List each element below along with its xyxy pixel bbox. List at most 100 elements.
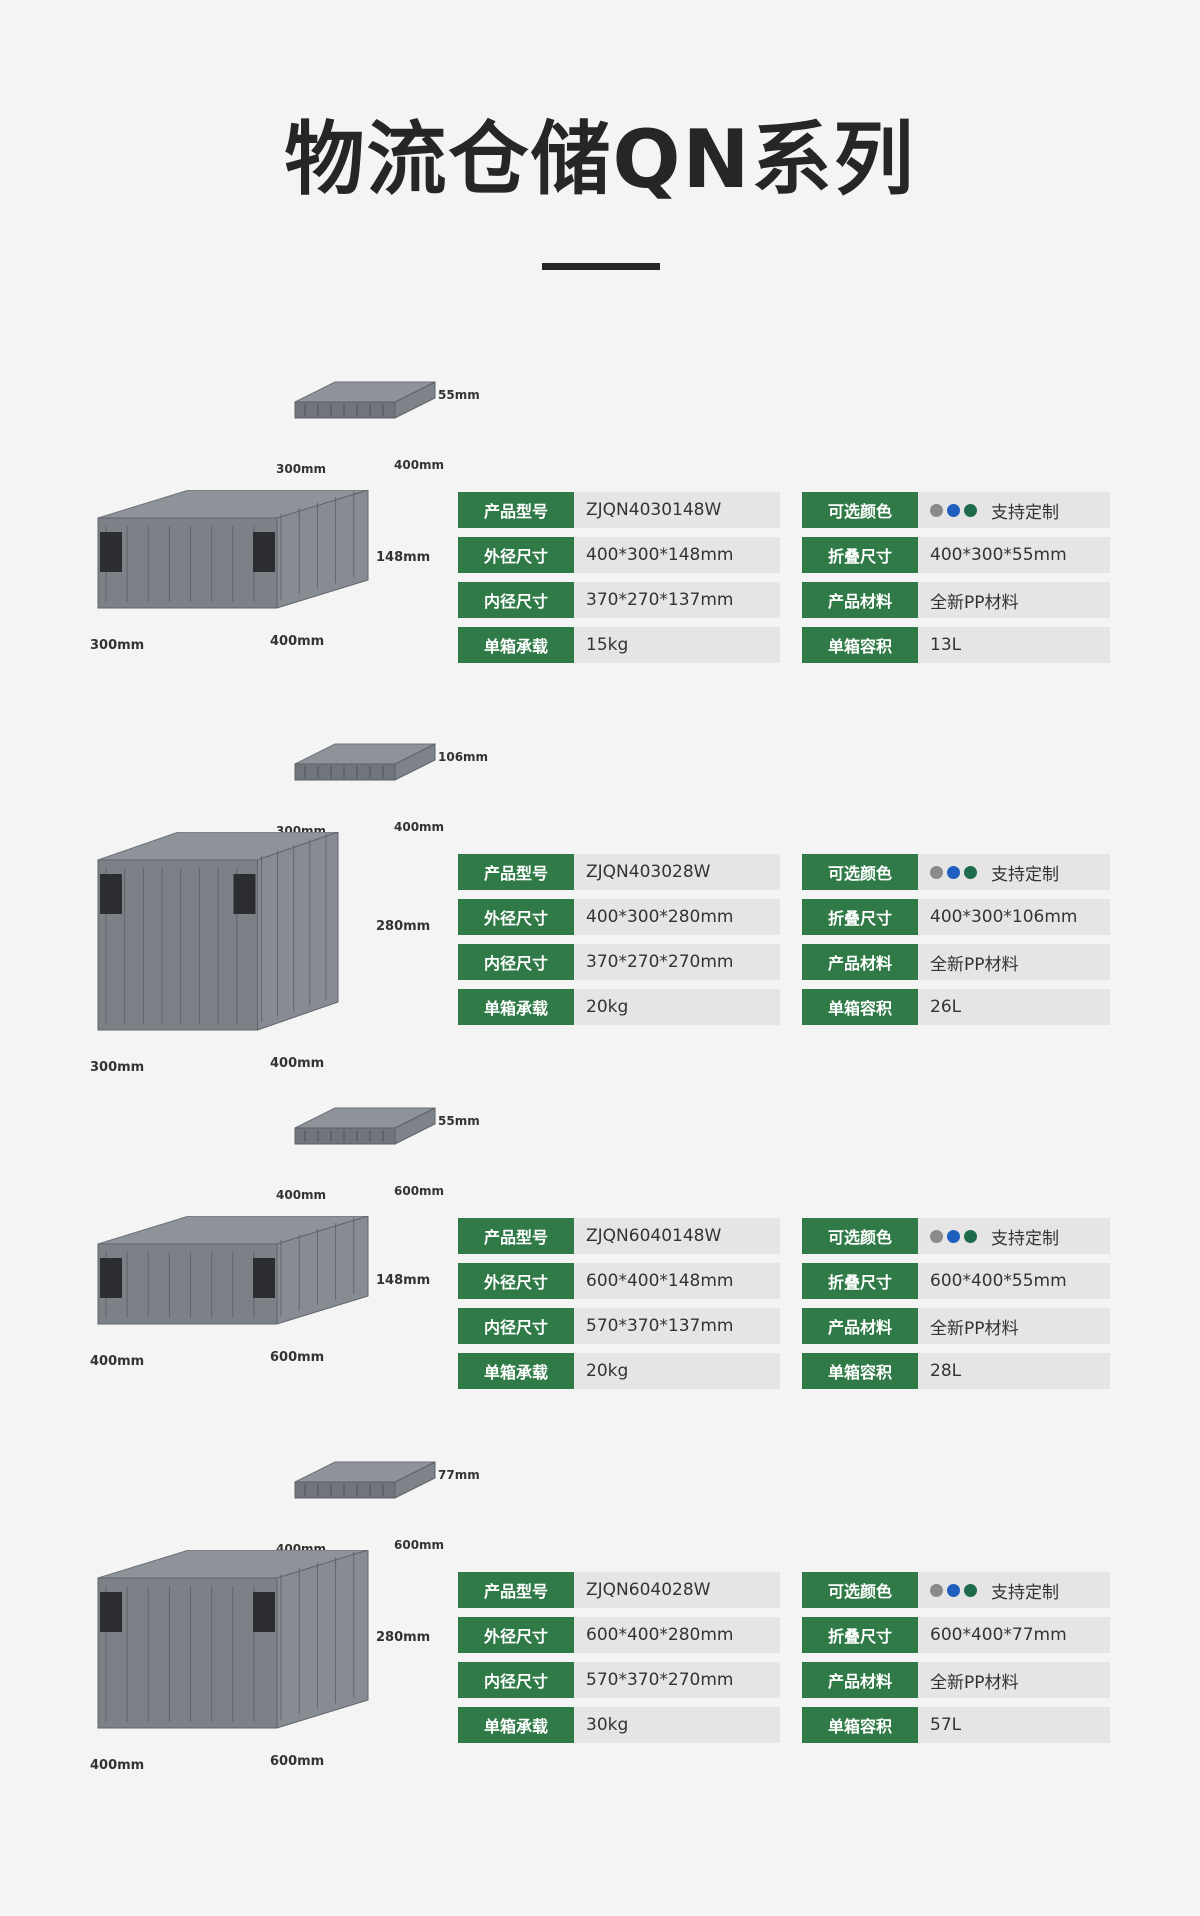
spec-row-load: 单箱承载 20kg	[458, 989, 780, 1025]
spec-label: 产品型号	[458, 492, 574, 528]
spec-row-inner: 内径尺寸 370*270*270mm	[458, 944, 780, 980]
crate-icon	[97, 489, 369, 609]
folded-crate-icon	[294, 381, 436, 419]
folded-crate-image	[285, 1106, 445, 1180]
spec-row-model: 产品型号 ZJQN604028W	[458, 1572, 780, 1608]
assembled-crate-image	[88, 831, 378, 1076]
spec-label: 内径尺寸	[458, 1662, 574, 1698]
spec-row-inner: 内径尺寸 570*370*137mm	[458, 1308, 780, 1344]
dimension-label: 106mm	[438, 750, 489, 764]
spec-row-load: 单箱承载 30kg	[458, 1707, 780, 1743]
dimension-label: 400mm	[90, 1758, 145, 1773]
spec-row-volume: 单箱容积 57L	[802, 1707, 1110, 1743]
spec-label: 产品型号	[458, 854, 574, 890]
blue-color-dot-icon	[947, 503, 960, 517]
crate-icon	[97, 831, 339, 1031]
spec-row-volume: 单箱容积 28L	[802, 1353, 1110, 1389]
spec-row-folded: 折叠尺寸 400*300*106mm	[802, 899, 1110, 935]
spec-label: 产品材料	[802, 1308, 918, 1344]
folded-crate-icon	[294, 1107, 436, 1145]
spec-value: ZJQN403028W	[574, 854, 780, 890]
color-options: 支持定制	[918, 492, 1110, 528]
color-options: 支持定制	[918, 1218, 1110, 1254]
dimension-label: 600mm	[394, 1184, 445, 1198]
blue-color-dot-icon	[947, 1229, 960, 1243]
spec-value: 600*400*148mm	[574, 1263, 780, 1299]
spec-row-color_text: 可选颜色 支持定制	[802, 1218, 1110, 1254]
spec-row-color_text: 可选颜色 支持定制	[802, 854, 1110, 890]
spec-value: 支持定制	[991, 1582, 1059, 1603]
spec-row-material: 产品材料 全新PP材料	[802, 582, 1110, 618]
dimension-label: 400mm	[270, 1056, 325, 1071]
dimension-label: 600mm	[394, 1538, 445, 1552]
spec-row-color_text: 可选颜色 支持定制	[802, 492, 1110, 528]
spec-value: 570*370*270mm	[574, 1662, 780, 1698]
spec-value: 全新PP材料	[918, 944, 1110, 980]
spec-label: 外径尺寸	[458, 1263, 574, 1299]
spec-value: 20kg	[574, 989, 780, 1025]
spec-label: 单箱容积	[802, 1707, 918, 1743]
spec-value: 全新PP材料	[918, 1662, 1110, 1698]
spec-row-material: 产品材料 全新PP材料	[802, 1662, 1110, 1698]
spec-value: ZJQN6040148W	[574, 1218, 780, 1254]
folded-crate-image	[285, 742, 445, 816]
spec-row-inner: 内径尺寸 370*270*137mm	[458, 582, 780, 618]
spec-value: 支持定制	[991, 1228, 1059, 1249]
spec-label: 产品材料	[802, 944, 918, 980]
crate-icon	[97, 1549, 369, 1729]
title-underline	[542, 263, 660, 270]
spec-row-folded: 折叠尺寸 600*400*55mm	[802, 1263, 1110, 1299]
spec-row-load: 单箱承载 20kg	[458, 1353, 780, 1389]
color-options: 支持定制	[918, 854, 1110, 890]
spec-value: 600*400*280mm	[574, 1617, 780, 1653]
spec-value: 28L	[918, 1353, 1110, 1389]
dimension-label: 600mm	[270, 1350, 325, 1365]
spec-value: 400*300*148mm	[574, 537, 780, 573]
spec-label: 单箱容积	[802, 1353, 918, 1389]
spec-label: 折叠尺寸	[802, 1263, 918, 1299]
gray-color-dot-icon	[930, 503, 943, 517]
spec-label: 单箱承载	[458, 1353, 574, 1389]
spec-label: 可选颜色	[802, 492, 918, 528]
spec-value: 20kg	[574, 1353, 780, 1389]
spec-label: 可选颜色	[802, 1218, 918, 1254]
dimension-label: 280mm	[376, 918, 431, 934]
green-color-dot-icon	[964, 503, 977, 517]
dimension-label: 400mm	[270, 634, 325, 649]
crate-icon	[97, 1215, 369, 1325]
folded-crate-image	[285, 380, 445, 454]
spec-label: 单箱容积	[802, 627, 918, 663]
spec-row-folded: 折叠尺寸 600*400*77mm	[802, 1617, 1110, 1653]
spec-label: 单箱承载	[458, 1707, 574, 1743]
spec-value: 支持定制	[991, 864, 1059, 885]
spec-label: 产品材料	[802, 582, 918, 618]
spec-value: 600*400*55mm	[918, 1263, 1110, 1299]
dimension-label: 55mm	[438, 1114, 480, 1128]
assembled-crate-image	[88, 489, 408, 654]
dimension-label: 148mm	[376, 550, 431, 565]
spec-label: 折叠尺寸	[802, 1617, 918, 1653]
dimension-label: 300mm	[90, 1060, 145, 1075]
spec-value: 全新PP材料	[918, 582, 1110, 618]
spec-row-inner: 内径尺寸 570*370*270mm	[458, 1662, 780, 1698]
assembled-crate-image	[88, 1549, 408, 1774]
gray-color-dot-icon	[930, 1229, 943, 1243]
color-options: 支持定制	[918, 1572, 1110, 1608]
spec-value: ZJQN604028W	[574, 1572, 780, 1608]
dimension-label: 148mm	[376, 1272, 431, 1288]
spec-label: 可选颜色	[802, 854, 918, 890]
dimension-label: 55mm	[438, 388, 480, 402]
spec-label: 产品材料	[802, 1662, 918, 1698]
spec-row-outer: 外径尺寸 600*400*280mm	[458, 1617, 780, 1653]
spec-value: 570*370*137mm	[574, 1308, 780, 1344]
spec-value: 26L	[918, 989, 1110, 1025]
folded-crate-image	[285, 1460, 445, 1534]
spec-value: 370*270*270mm	[574, 944, 780, 980]
dimension-label: 300mm	[276, 462, 327, 476]
spec-label: 外径尺寸	[458, 1617, 574, 1653]
spec-value: 13L	[918, 627, 1110, 663]
dimension-label: 600mm	[270, 1754, 325, 1769]
spec-row-outer: 外径尺寸 400*300*148mm	[458, 537, 780, 573]
